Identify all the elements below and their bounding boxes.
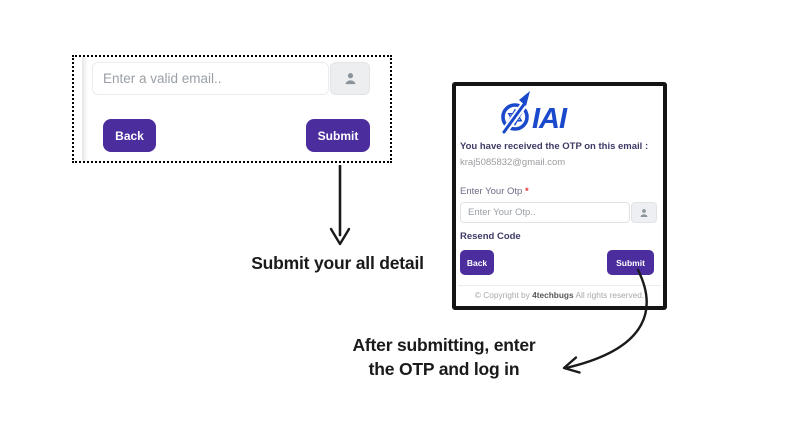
step2-annotation: After submitting, enter the OTP and log … (338, 334, 550, 381)
footer-brand: 4techbugs (532, 290, 574, 300)
otp-input-addon (631, 202, 657, 223)
otp-heading: You have received the OTP on this email … (460, 141, 649, 152)
step2-line1: After submitting, enter (352, 335, 536, 355)
step2-line2: the OTP and log in (368, 358, 520, 379)
otp-input-group (460, 202, 657, 223)
person-icon (345, 73, 355, 85)
otp-input[interactable] (460, 202, 630, 223)
footer-suffix: All rights reserved. (573, 290, 645, 300)
iai-logo: IAI (501, 91, 569, 135)
email-input-addon (330, 62, 370, 95)
otp-panel: IAI You have received the OTP on this em… (452, 82, 667, 310)
resend-code-link[interactable]: Resend Code (460, 231, 521, 242)
iai-logo-text: IAI (532, 103, 568, 135)
copyright-footer: © Copyright by 4techbugs All rights rese… (458, 285, 661, 300)
otp-email-value: kraj5085832@gmail.com (460, 157, 566, 168)
curved-arrow (562, 268, 648, 374)
otp-back-button[interactable]: Back (460, 250, 494, 275)
email-input[interactable] (92, 62, 329, 95)
otp-submit-button[interactable]: Submit (607, 250, 654, 275)
step1-annotation: Submit your all detail (251, 253, 424, 273)
email-input-group (92, 62, 370, 95)
email-step-highlight-box: Back Submit (72, 55, 392, 163)
card-left-edge (82, 57, 88, 161)
down-arrow (329, 165, 351, 246)
email-submit-button[interactable]: Submit (306, 119, 370, 152)
otp-input-label: Enter Your Otp * (460, 186, 529, 197)
required-asterisk: * (524, 186, 529, 197)
email-back-button[interactable]: Back (103, 119, 156, 152)
person-icon (640, 208, 648, 217)
footer-prefix: © Copyright by (474, 290, 533, 300)
otp-label-text: Enter Your Otp (460, 186, 523, 197)
